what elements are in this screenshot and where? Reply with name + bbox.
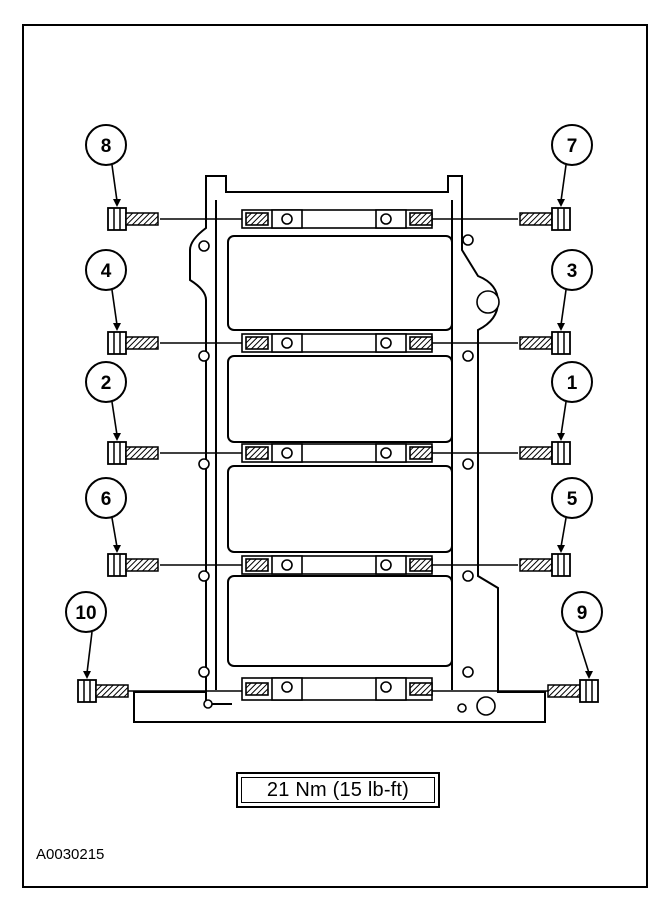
bolt-shank [519, 212, 553, 226]
bolt-shank [95, 684, 129, 698]
callout-6: 6 [85, 477, 127, 553]
callout-number: 3 [567, 261, 578, 282]
bolt-10 [77, 679, 129, 703]
diagram-frame [22, 24, 648, 888]
cap-strips [241, 209, 433, 701]
bolt-7 [519, 207, 571, 231]
bolt-head [107, 441, 127, 465]
callout-leader [560, 517, 567, 548]
callout-number: 7 [567, 136, 578, 157]
callout-3: 3 [551, 249, 593, 331]
callout-2: 2 [85, 361, 127, 441]
callout-number: 5 [567, 489, 578, 510]
bolt-1 [519, 441, 571, 465]
callout-circle [551, 124, 593, 166]
bolt-2 [107, 441, 159, 465]
rail-holes [198, 234, 500, 716]
bolt-3 [519, 331, 571, 355]
callout-number: 10 [75, 603, 96, 624]
bolt-shank [125, 212, 159, 226]
callout-number: 4 [101, 261, 112, 282]
callout-circle [551, 361, 593, 403]
arrow-head-icon [557, 199, 565, 207]
callout-number: 8 [101, 136, 112, 157]
callout-8: 8 [85, 124, 127, 207]
callout-leader [111, 517, 118, 548]
arrow-head-icon [557, 545, 565, 553]
callout-circle [551, 249, 593, 291]
callout-circle [551, 477, 593, 519]
arrow-head-icon [113, 199, 121, 207]
callout-number: 2 [101, 373, 112, 394]
bolt-head [107, 207, 127, 231]
bolt-head [551, 441, 571, 465]
arrow-head-icon [557, 433, 565, 441]
bolt-4 [107, 331, 159, 355]
arrow-head-icon [557, 323, 565, 331]
callout-leader [560, 289, 567, 326]
callout-number: 1 [567, 373, 578, 394]
bolt-head [551, 553, 571, 577]
bolt-head [77, 679, 97, 703]
callout-leader [111, 401, 118, 436]
callout-number: 9 [577, 603, 588, 624]
bolt-head [579, 679, 599, 703]
torque-spec-label: 21 Nm (15 lb-ft) [266, 778, 410, 801]
callout-9: 9 [561, 591, 603, 679]
bolt-shank [547, 684, 581, 698]
bolt-8 [107, 207, 159, 231]
figure-id: A0030215 [36, 846, 105, 863]
bolt-9 [547, 679, 599, 703]
bolt-shank [125, 558, 159, 572]
callout-circle [85, 249, 127, 291]
callout-circle [561, 591, 603, 633]
callout-10: 10 [65, 591, 107, 679]
callout-circle [85, 361, 127, 403]
callout-1: 1 [551, 361, 593, 441]
leader-lines [128, 218, 548, 692]
callout-leader [111, 289, 118, 326]
callout-4: 4 [85, 249, 127, 331]
bolt-head [551, 207, 571, 231]
callout-number: 6 [101, 489, 112, 510]
callout-7: 7 [551, 124, 593, 207]
callout-5: 5 [551, 477, 593, 553]
callout-layer: 8 7 4 3 2 1 6 5 10 9 [65, 124, 603, 679]
arrow-head-icon [585, 671, 593, 679]
callout-leader [560, 401, 567, 436]
callout-circle [65, 591, 107, 633]
bolt-shank [519, 336, 553, 350]
callout-leader [575, 631, 590, 674]
callout-leader [111, 164, 118, 202]
bolt-head [107, 553, 127, 577]
arrow-head-icon [113, 545, 121, 553]
bolt-shank [125, 336, 159, 350]
bolt-head [107, 331, 127, 355]
bolt-shank [519, 446, 553, 460]
callout-leader [86, 631, 93, 674]
bearing-bands [227, 235, 453, 667]
bolt-shank [125, 446, 159, 460]
arrow-head-icon [83, 671, 91, 679]
callout-circle [85, 124, 127, 166]
torque-spec-box: 21 Nm (15 lb-ft) [236, 772, 440, 808]
callout-circle [85, 477, 127, 519]
torque-spec-inner-border [241, 777, 435, 803]
bolt-5 [519, 553, 571, 577]
bolt-layer [77, 207, 599, 703]
bolt-6 [107, 553, 159, 577]
arrow-head-icon [113, 433, 121, 441]
arrow-head-icon [113, 323, 121, 331]
bolt-head [551, 331, 571, 355]
callout-leader [560, 164, 567, 202]
bolt-shank [519, 558, 553, 572]
